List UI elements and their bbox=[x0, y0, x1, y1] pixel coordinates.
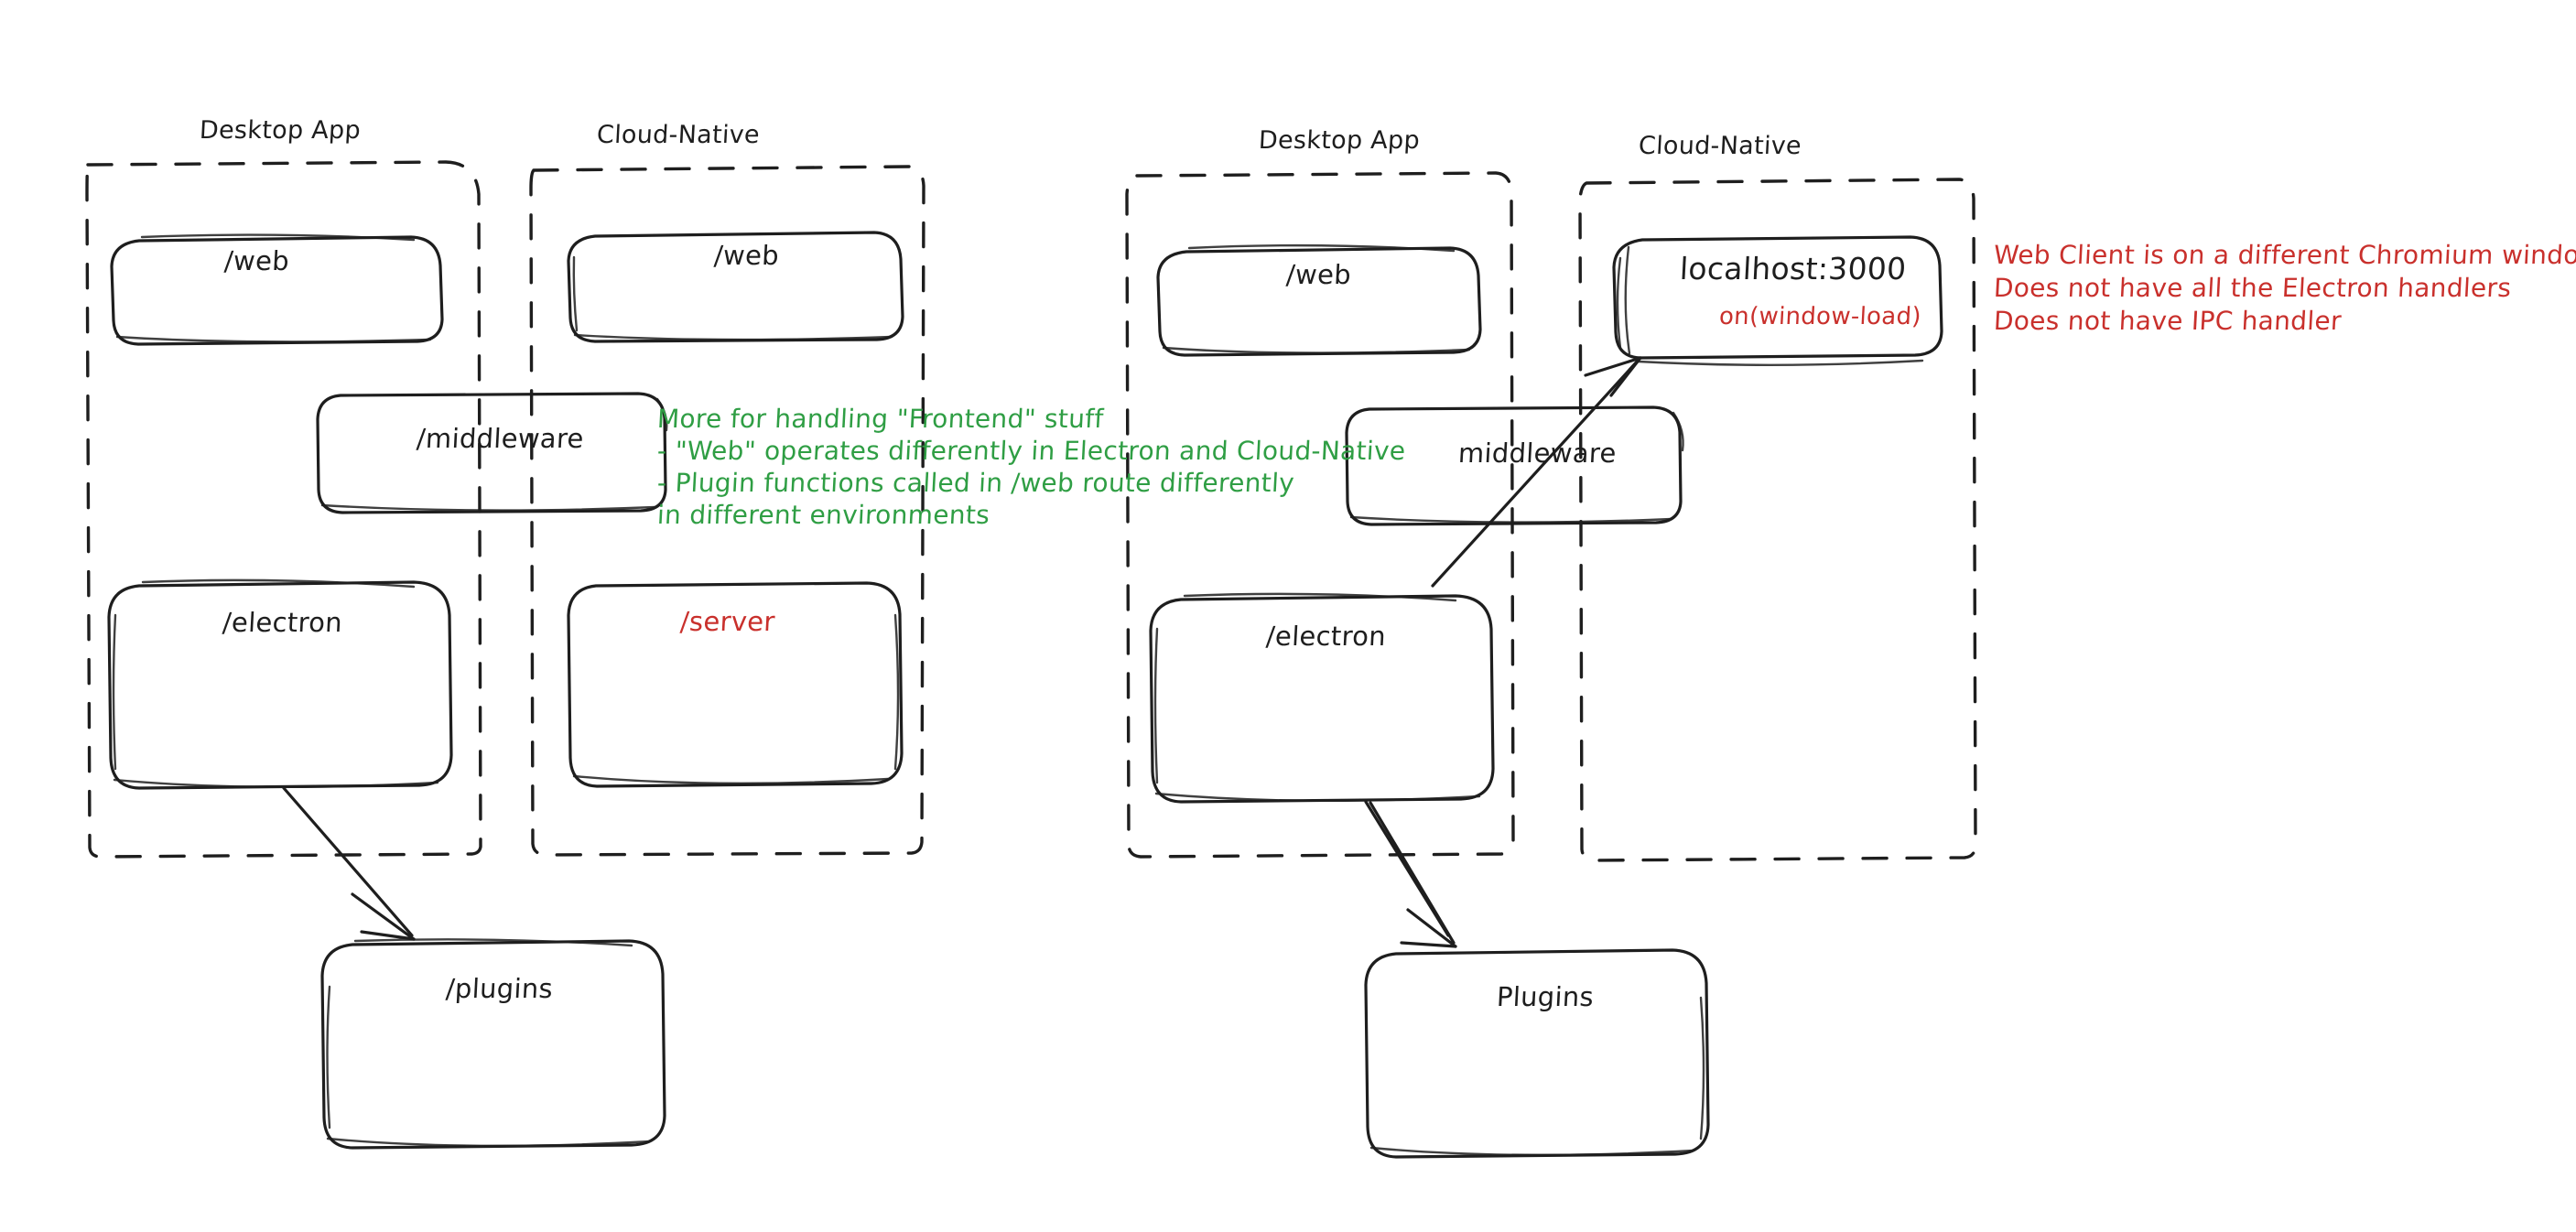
right-plugins-shape bbox=[1364, 948, 1710, 1159]
left-plugins-shape bbox=[320, 938, 666, 1150]
left-electron-to-plugins-arrow bbox=[282, 786, 416, 941]
green-note-line-1: More for handling "Frontend" stuff bbox=[656, 404, 1105, 434]
left-cloud-web-label: /web bbox=[713, 240, 780, 271]
right-desktop-web-shape bbox=[1156, 243, 1482, 357]
right-electron-label: /electron bbox=[1265, 621, 1387, 652]
green-note-line-4: in different environments bbox=[656, 500, 990, 530]
green-note-line-3: - Plugin functions called in /web route … bbox=[656, 468, 1295, 498]
right-middleware-shape bbox=[1345, 405, 1684, 526]
left-electron-label: /electron bbox=[222, 607, 343, 638]
green-note-line-2: - "Web" operates differently in Electron… bbox=[656, 436, 1407, 466]
right-cloud-native-label: Cloud-Native bbox=[1638, 132, 1802, 160]
right-localhost-shape bbox=[1612, 235, 1943, 366]
left-desktop-web-label: /web bbox=[223, 245, 290, 276]
left-cloud-native-container bbox=[529, 165, 925, 857]
right-plugins-label: Plugins bbox=[1496, 981, 1595, 1012]
left-electron-shape bbox=[107, 578, 453, 790]
red-note-line-2: Does not have all the Electron handlers bbox=[1993, 273, 2513, 303]
red-note-line-3: Does not have IPC handler bbox=[1993, 306, 2343, 336]
right-localhost-label: localhost:3000 bbox=[1678, 251, 1908, 286]
left-desktop-app-container bbox=[85, 160, 482, 859]
right-middleware-label: middleware bbox=[1457, 438, 1618, 469]
right-localhost-sublabel: on(window-load) bbox=[1718, 303, 1922, 330]
left-desktop-app-label: Desktop App bbox=[199, 116, 362, 145]
right-desktop-app-container bbox=[1125, 171, 1515, 859]
left-cloud-web-shape bbox=[567, 231, 904, 343]
left-server-label: /server bbox=[679, 606, 776, 637]
right-cloud-native-container bbox=[1578, 178, 1977, 862]
right-desktop-app-label: Desktop App bbox=[1258, 126, 1421, 155]
left-middleware-label: /middleware bbox=[416, 423, 585, 454]
right-electron-shape bbox=[1149, 592, 1495, 804]
red-note-line-1: Web Client is on a different Chromium wi… bbox=[1993, 240, 2576, 270]
left-plugins-label: /plugins bbox=[445, 973, 554, 1004]
left-desktop-web-shape bbox=[110, 233, 444, 346]
right-electron-to-localhost-arrow bbox=[1431, 356, 1642, 588]
left-middleware-shape bbox=[316, 392, 668, 514]
right-electron-to-plugins-arrow bbox=[1364, 800, 1457, 948]
left-server-shape bbox=[567, 581, 904, 788]
right-desktop-web-label: /web bbox=[1285, 259, 1352, 290]
left-cloud-native-label: Cloud-Native bbox=[596, 121, 761, 149]
